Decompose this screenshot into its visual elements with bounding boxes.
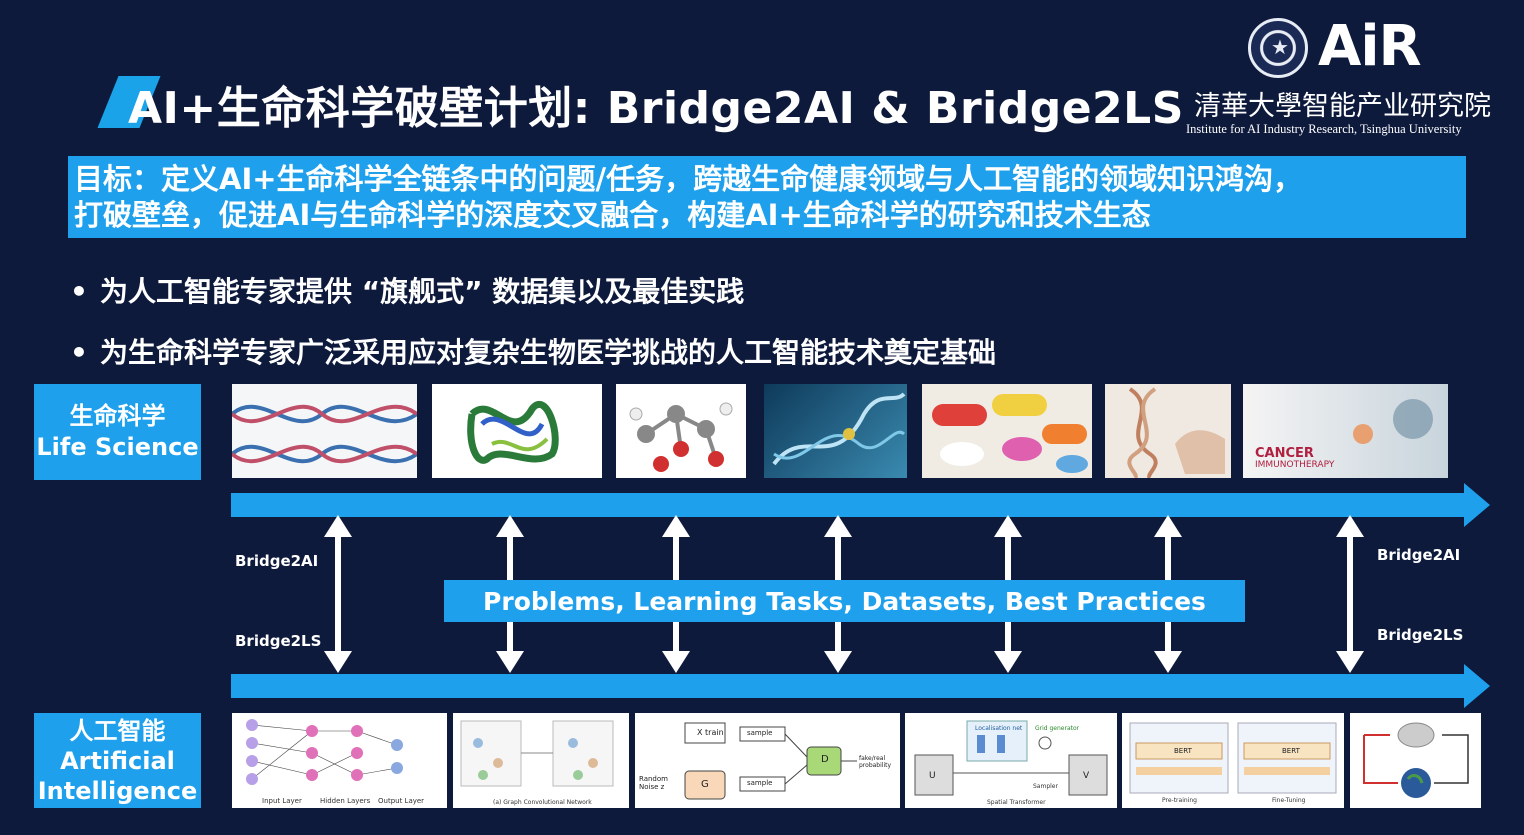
bullet-dot-icon: • — [70, 275, 88, 308]
bert-icon: BERT BERT Pre-training Fine-Tuning — [1122, 713, 1344, 808]
page-title: AI+生命科学破壁计划: Bridge2AI & Bridge2LS — [128, 83, 1184, 134]
cancer-immunotherapy-icon: CANCER IMMUNOTHERAPY — [1243, 384, 1448, 478]
institute-name-en: Institute for AI Industry Research, Tsin… — [1186, 122, 1462, 136]
pills-icon — [922, 384, 1092, 478]
bridge2ai-label-right: Bridge2AI — [1377, 546, 1461, 564]
bridge2ai-label-left: Bridge2AI — [235, 552, 319, 570]
ai-band-arrow — [231, 674, 1471, 698]
bullet-item: •为人工智能专家提供 “旗舰式” 数据集以及最佳实践 — [70, 275, 745, 308]
life-science-box: 生命科学 Life Science — [34, 384, 201, 480]
dna-hand-icon — [1105, 384, 1231, 478]
ai-en-1: Artificial — [60, 746, 175, 775]
gan-diagram-icon: X train sample Random Noise z G D sample… — [635, 713, 900, 808]
bridge2ls-label-left: Bridge2LS — [235, 632, 322, 650]
ai-box: 人工智能 Artificial Intelligence — [34, 713, 201, 808]
life-science-cn: 生命科学 — [69, 402, 166, 430]
institute-logo: ★ AiR 清華大學智能产业研究院 Institute for AI Indus… — [1186, 14, 1506, 140]
graph-conv-network-icon: (a) Graph Convolutional Network — [453, 713, 629, 808]
dna-helix-icon — [232, 384, 417, 478]
protein-structure-icon — [432, 384, 602, 478]
tsinghua-seal-icon: ★ — [1248, 18, 1308, 78]
air-logo-text: AiR — [1318, 14, 1422, 79]
molecule-icon — [616, 384, 746, 478]
goal-box: 目标：定义AI+生命科学全链条中的问题/任务，跨越生命健康领域与人工智能的领域知… — [68, 156, 1466, 238]
life-science-band-arrow — [231, 493, 1471, 517]
goal-line-1: 目标：定义AI+生命科学全链条中的问题/任务，跨越生命健康领域与人工智能的领域知… — [74, 162, 1303, 196]
bridge2ls-label-right: Bridge2LS — [1377, 626, 1464, 644]
double-arrow-icon — [1336, 515, 1364, 673]
goal-line-2: 打破壁垒，促进AI与生命科学的深度交叉融合，构建AI+生命科学的研究和技术生态 — [74, 198, 1151, 232]
ai-en-2: Intelligence — [37, 776, 198, 805]
problems-tasks-box: Problems, Learning Tasks, Datasets, Best… — [444, 580, 1245, 622]
neural-network-icon: Input Layer Hidden Layers Output Layer — [232, 713, 447, 808]
ai-cn: 人工智能 — [69, 716, 166, 745]
institute-name-cn: 清華大學智能产业研究院 — [1194, 91, 1491, 122]
dna-research-icon — [764, 384, 907, 478]
life-science-en: Life Science — [36, 433, 199, 461]
double-arrow-icon — [324, 515, 352, 673]
band-arrow-tip-icon — [1464, 483, 1490, 527]
bullet-dot-icon: • — [70, 336, 88, 369]
band-arrow-tip-icon — [1464, 664, 1490, 708]
brain-earth-icon — [1350, 713, 1481, 808]
spatial-transformer-icon: Localisation net Grid generator Sampler … — [905, 713, 1117, 808]
bullet-item: •为生命科学专家广泛采用应对复杂生物医学挑战的人工智能技术奠定基础 — [70, 336, 997, 369]
